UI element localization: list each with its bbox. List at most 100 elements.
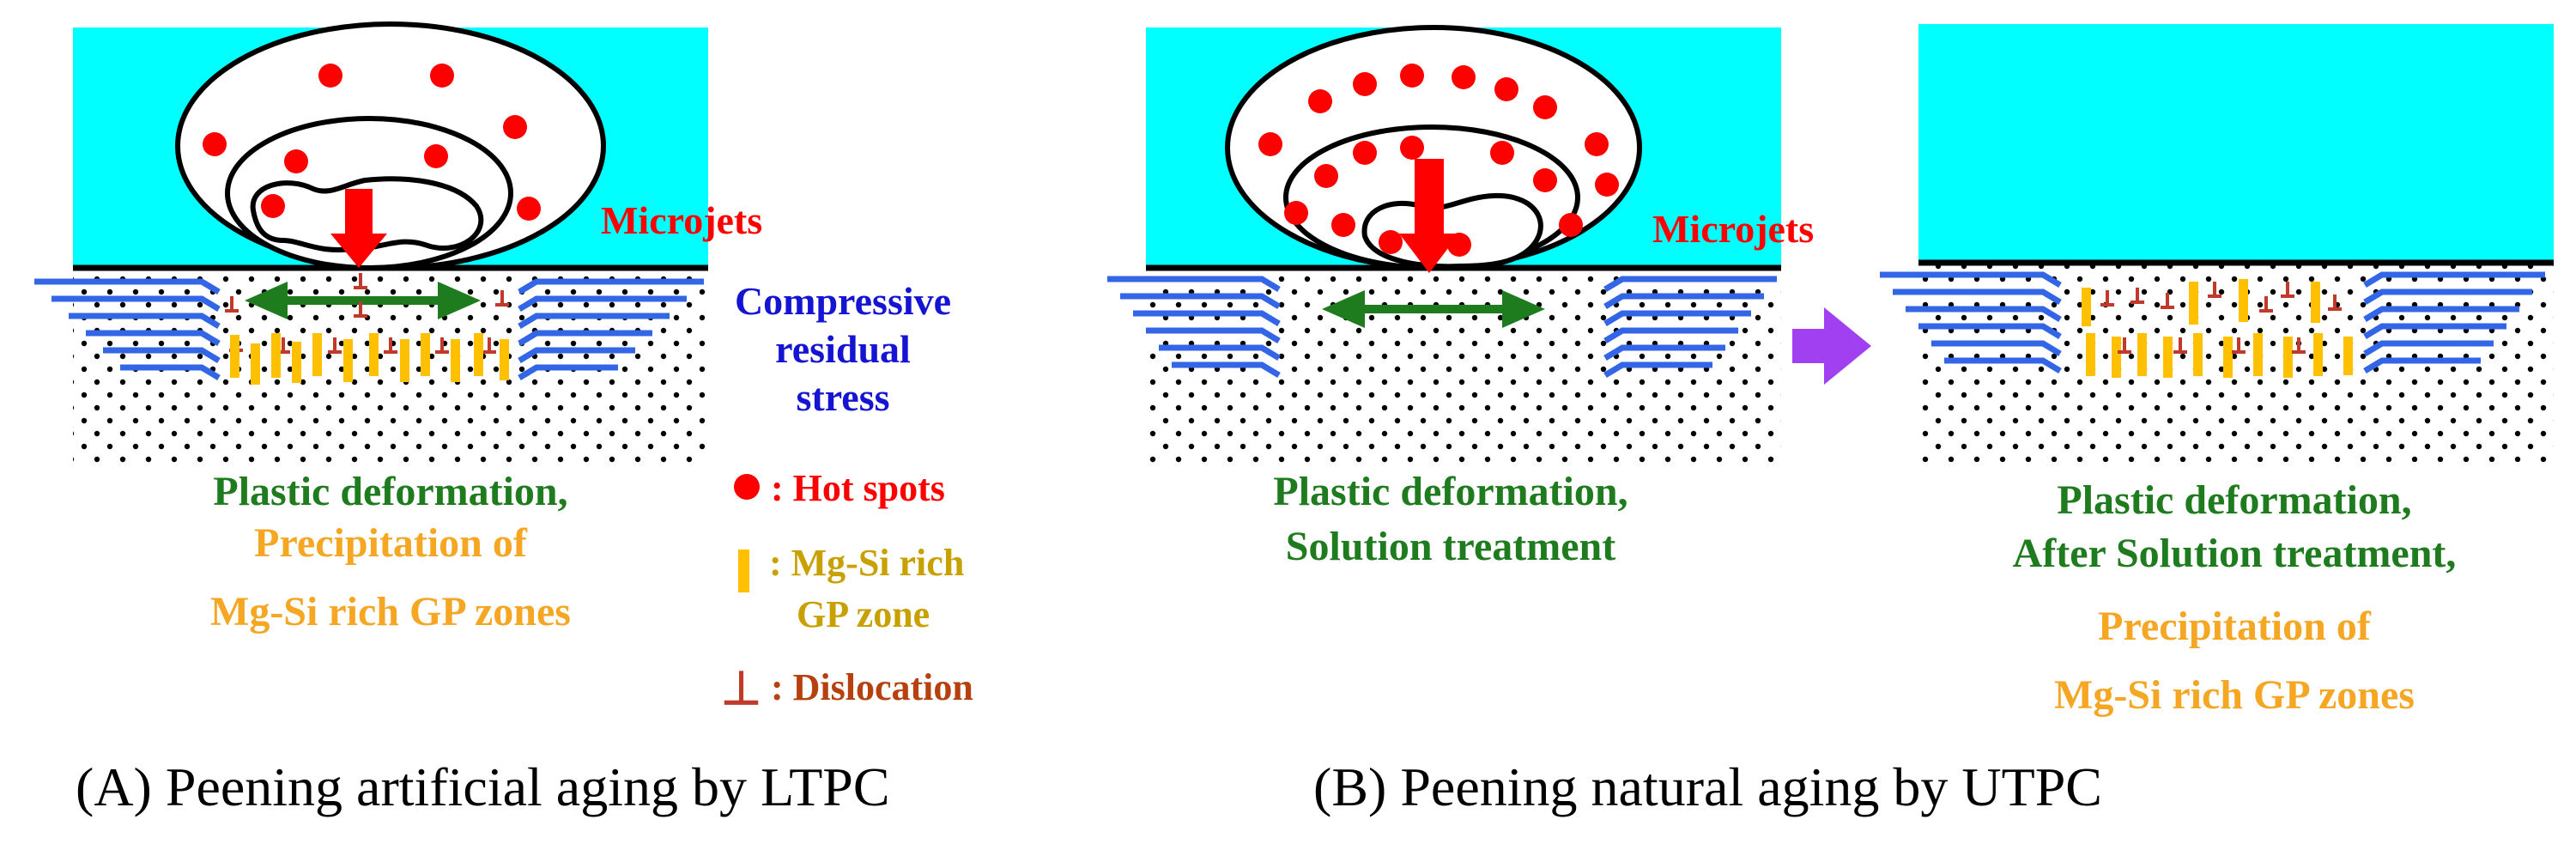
gp-zone-icon	[2137, 333, 2147, 376]
panel-a-green-double-arrow	[245, 282, 481, 319]
panel-c-result-line-2: After Solution treatment,	[2013, 531, 2457, 576]
gp-zone-icon	[312, 333, 322, 376]
hot-spot-icon	[517, 197, 541, 221]
gp-zone-icon	[2189, 282, 2198, 325]
panel-c-gp-zones	[2082, 279, 2353, 378]
dislocation-icon	[2328, 294, 2342, 311]
gp-zone-icon	[421, 333, 430, 376]
dislocation-icon	[2118, 337, 2131, 354]
dislocation-icon	[328, 337, 342, 354]
hot-spot-icon	[1400, 136, 1424, 160]
gp-zone-icon	[292, 342, 301, 383]
legend-dislocation: : Dislocation	[771, 666, 973, 708]
gp-zone-icon	[230, 335, 239, 378]
panel-a-gp-zones	[230, 333, 509, 385]
hot-spot-icon	[1452, 65, 1476, 89]
hot-spot-icon	[1314, 164, 1338, 188]
gp-zone-icon	[343, 339, 353, 382]
panel-a-stress-label-3: stress	[796, 375, 889, 419]
hot-spot-icon	[203, 132, 227, 156]
dislocation-icon	[354, 273, 367, 289]
hot-spot-icon	[1258, 132, 1282, 156]
dislocation-icon	[2292, 337, 2306, 354]
hot-spot-icon	[1331, 213, 1355, 237]
gp-zone-icon	[369, 333, 379, 376]
legend-gp-zone-2: GP zone	[797, 593, 930, 635]
gp-zone-icon	[2082, 288, 2091, 326]
panel-b-result-line-1: Plastic deformation,	[1273, 469, 1627, 514]
panel-c: Plastic deformation, After Solution trea…	[1880, 24, 2554, 718]
hot-spot-icon	[284, 149, 308, 173]
dislocation-icon	[384, 337, 397, 354]
panel-b-hot-spots	[1258, 64, 1619, 257]
hot-spot-icon	[1490, 141, 1514, 165]
panel-c-result-line-4: Mg-Si rich GP zones	[2054, 672, 2415, 718]
panel-a-stress-label-2: residual	[775, 327, 911, 371]
panel-b-stress-arrows-right	[1603, 276, 1777, 379]
dislocation-icon	[2161, 293, 2174, 309]
panel-a-result-line-3: Mg-Si rich GP zones	[210, 589, 571, 634]
hot-spot-icon	[1585, 132, 1609, 156]
gp-zone-icon	[2313, 333, 2323, 376]
dislocation-icon	[354, 301, 367, 318]
dislocation-icon	[435, 337, 449, 354]
panel-c-stress-arrows-right	[2363, 271, 2545, 374]
hot-spot-icon	[1533, 95, 1557, 119]
hot-spot-icon	[318, 64, 342, 88]
dislocation-icon	[482, 337, 496, 354]
panel-c-stress-arrows-left	[1880, 271, 2062, 374]
panel-a-red-down-arrow	[330, 189, 387, 268]
gp-zone-icon	[2112, 337, 2121, 378]
panel-b-result-line-2: Solution treatment	[1286, 524, 1615, 569]
gp-zone-icon	[251, 343, 260, 385]
panel-a-caption: (A) Peening artificial aging by LTPC	[76, 756, 890, 817]
dislocation-icon	[2208, 282, 2221, 298]
gp-zone-icon	[2193, 333, 2203, 376]
gp-zone-icon	[2239, 279, 2248, 322]
hot-spot-icon	[503, 115, 527, 139]
hot-spot-icon	[1284, 201, 1308, 225]
gp-zone-icon	[2311, 282, 2320, 323]
hot-spot-icon	[424, 144, 448, 168]
panel-b-stress-arrows-left	[1107, 276, 1281, 379]
dislocation-icon	[2173, 337, 2187, 354]
panel-b-red-down-arrow	[1399, 159, 1459, 273]
gp-zone-icon	[2223, 337, 2233, 378]
legend: : Hot spots : Mg-Si rich GP zone ⊥ : Dis…	[721, 467, 973, 714]
gp-zone-icon	[474, 333, 483, 376]
gp-zone-icon	[2343, 337, 2353, 375]
panel-a-stress-label-1: Compressive	[735, 279, 951, 323]
panel-c-water	[1918, 24, 2554, 263]
hot-spot-icon	[261, 194, 285, 218]
gp-zone-icon	[2283, 337, 2293, 378]
gp-zone-legend-icon	[738, 549, 749, 592]
panel-c-dislocations	[2100, 282, 2342, 354]
dislocation-icon	[2259, 296, 2273, 313]
hot-spot-icon	[1353, 72, 1377, 96]
gp-zone-icon	[500, 339, 509, 380]
panel-b-caption: (B) Peening natural aging by UTPC	[1313, 756, 2102, 817]
hot-spot-legend-icon	[734, 474, 760, 500]
gp-zone-icon	[400, 339, 409, 382]
gp-zone-icon	[2163, 337, 2173, 378]
gp-zone-icon	[2253, 333, 2263, 376]
panel-a-stress-arrows-left	[34, 278, 221, 381]
panel-b: Microjets Plastic deformation, Solution …	[1107, 25, 2102, 817]
gp-zone-icon	[2086, 333, 2095, 376]
dislocation-icon	[225, 296, 239, 313]
hot-spot-icon	[1379, 230, 1403, 254]
panel-a-microjets-label: Microjets	[601, 198, 762, 242]
hot-spot-icon	[1533, 168, 1557, 192]
hot-spot-icon	[1494, 77, 1518, 101]
hot-spot-icon	[1559, 213, 1583, 237]
panel-a-stress-arrows-right	[518, 278, 704, 381]
hot-spot-icon	[1595, 173, 1619, 197]
gp-zone-icon	[451, 339, 460, 382]
dislocation-icon	[495, 290, 509, 307]
dislocation-legend-icon: ⊥	[721, 663, 761, 714]
dislocation-icon	[2281, 282, 2294, 298]
legend-hot-spots: : Hot spots	[771, 467, 945, 509]
gp-zone-icon	[271, 333, 281, 378]
dislocation-icon	[2232, 337, 2246, 354]
